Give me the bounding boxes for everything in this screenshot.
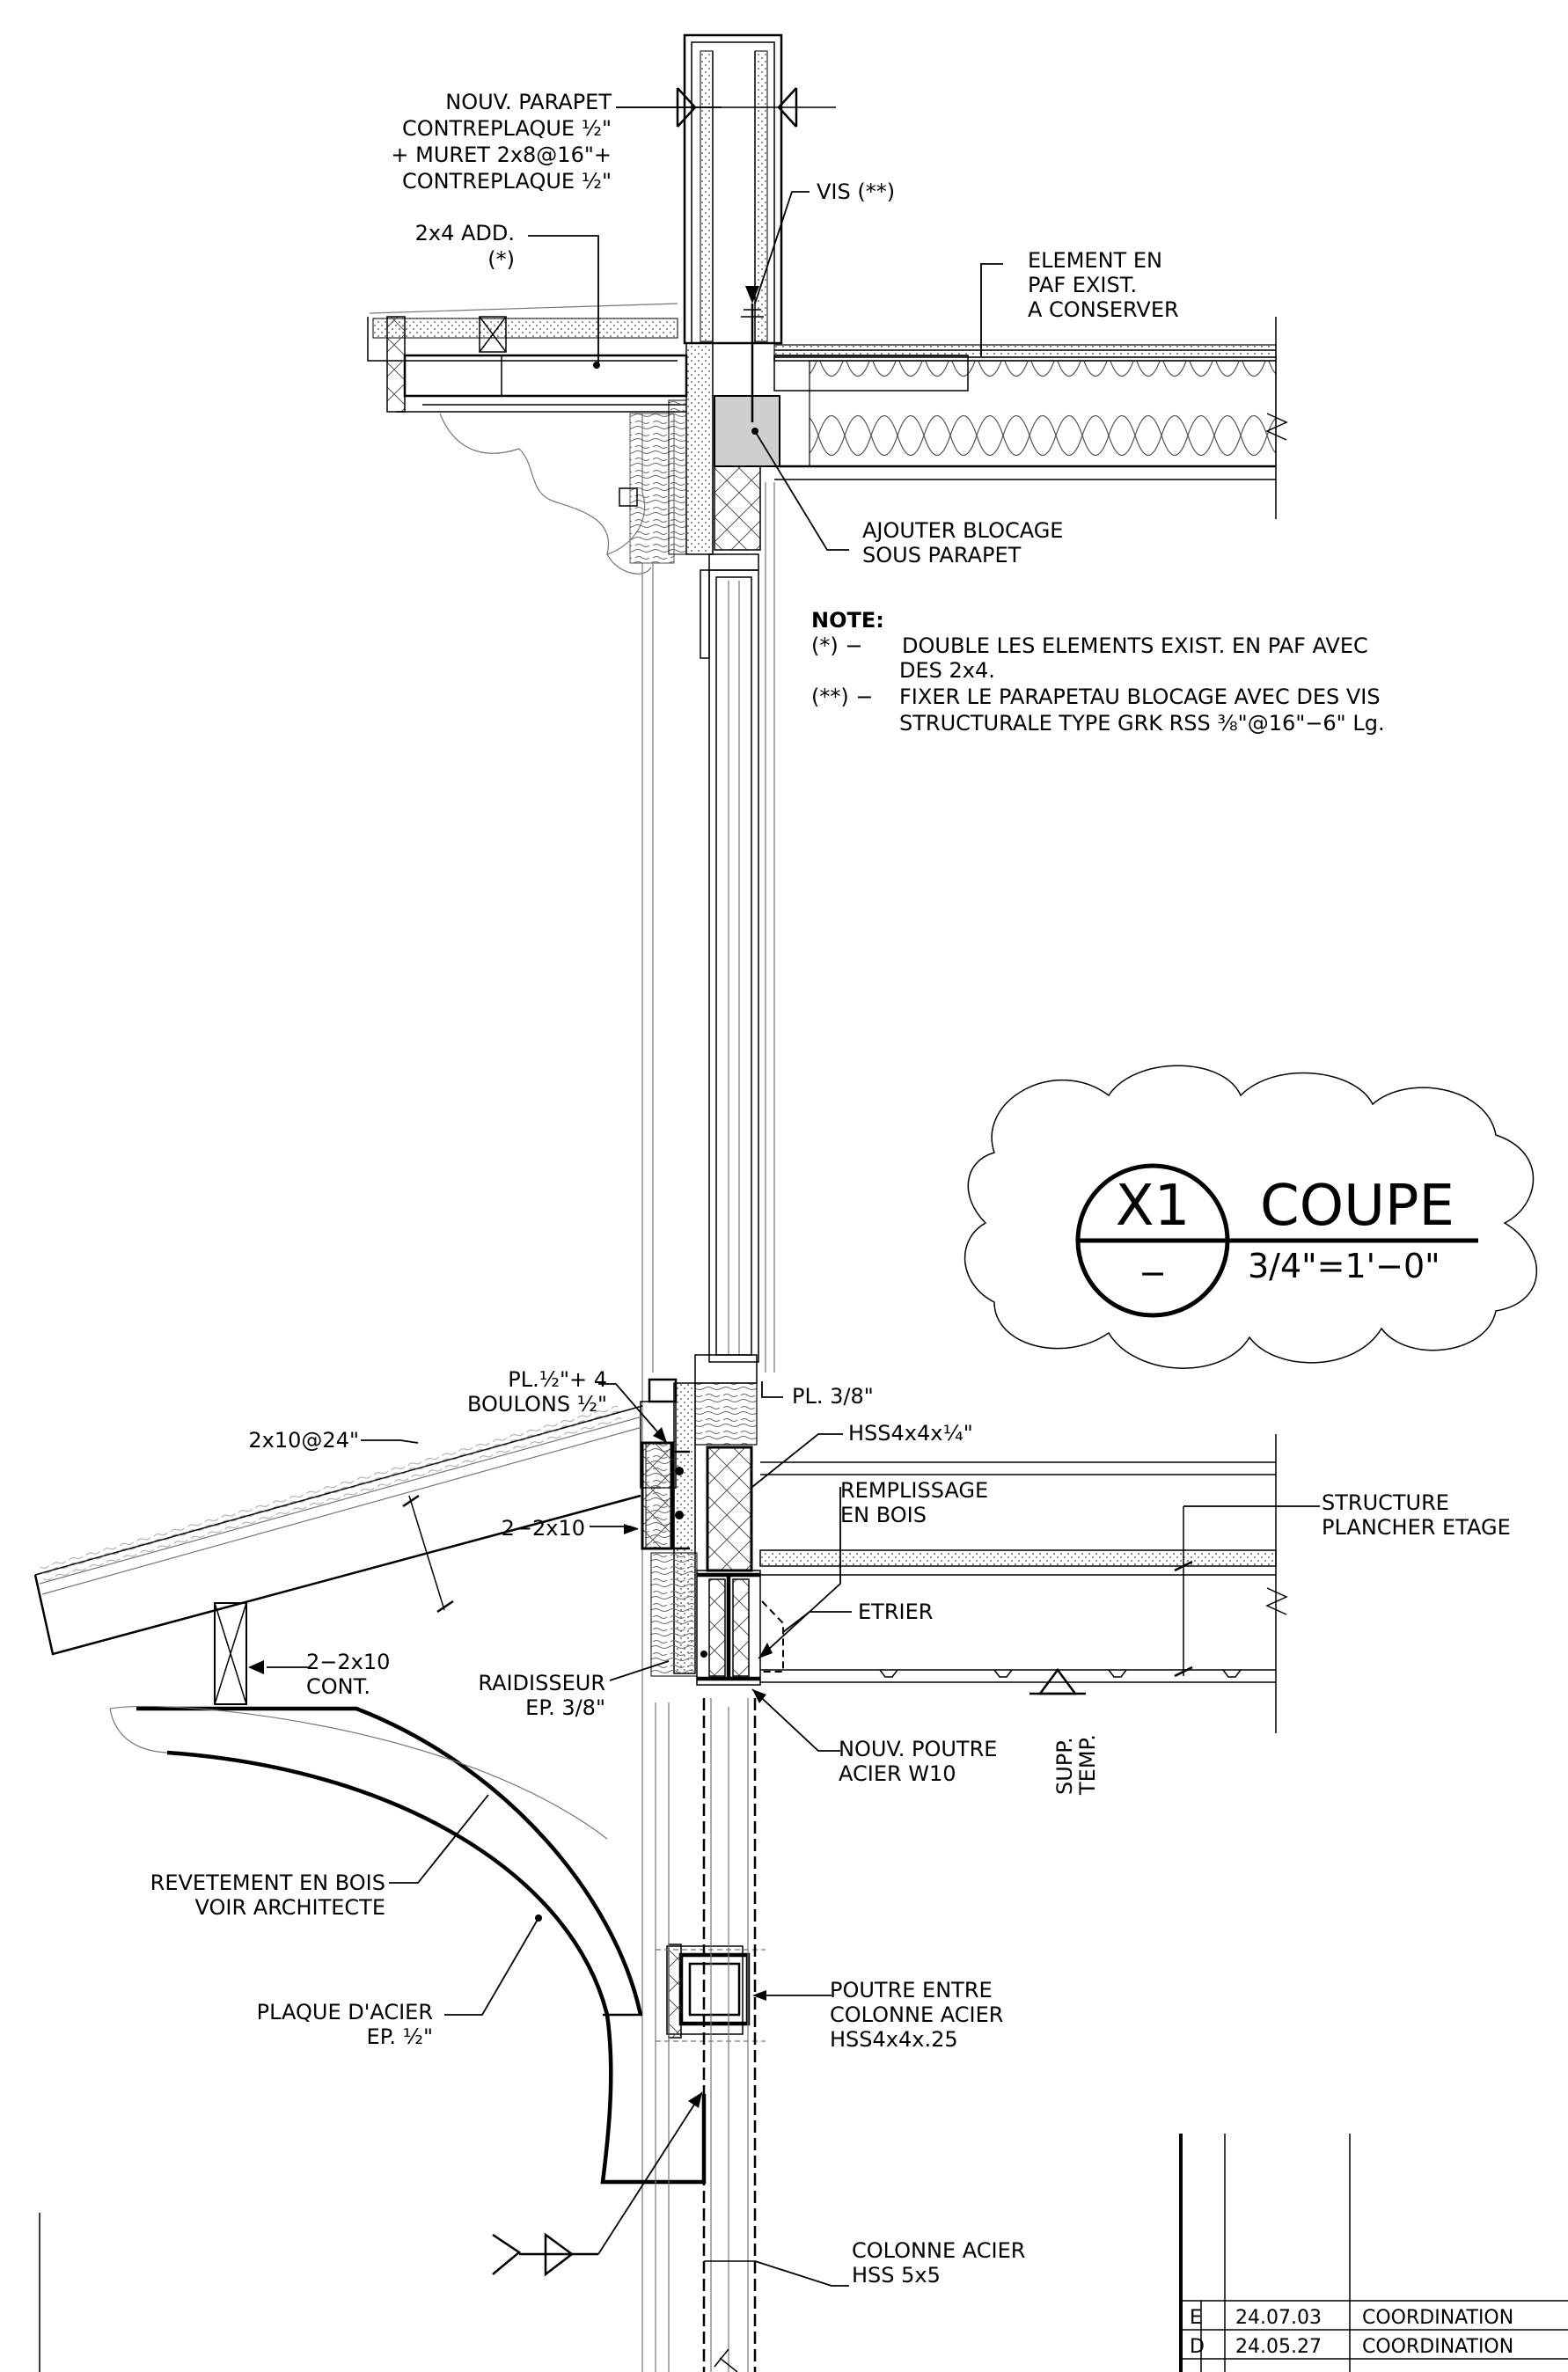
label-2x4-star: (*) <box>487 247 515 272</box>
revision-date: 24.07.03 <box>1235 2307 1322 2329</box>
revision-row: E 24.07.03 COORDINATION <box>1190 2307 1513 2329</box>
label-2x4-add: 2x4 ADD. <box>415 221 515 245</box>
note-text-3: FIXER LE PARAPETAU BLOCAGE AVEC DES VIS <box>899 685 1381 709</box>
steel-arch <box>39 1698 766 2372</box>
label-element-2: PAF EXIST. <box>1028 273 1137 297</box>
label-parapet-2: CONTREPLAQUE ½" <box>402 116 612 141</box>
canopy-roof <box>33 1403 643 1705</box>
annotations: NOUV. PARAPET CONTREPLAQUE ½" + MURET 2x… <box>150 90 1511 2288</box>
revision-table-lines <box>1179 2134 1568 2372</box>
label-temp: TEMP. <box>1075 1734 1100 1796</box>
section-title-cloud <box>964 1065 1537 1369</box>
section-sheet: − <box>1139 1254 1167 1292</box>
label-parapet-4: CONTREPLAQUE ½" <box>402 169 612 194</box>
label-vis: VIS (**) <box>817 179 895 204</box>
revision-letter: D <box>1190 2336 1205 2358</box>
label-remplissage-2: EN BOIS <box>840 1503 927 1527</box>
label-poutre-entre-2: COLONNE ACIER <box>830 2002 1003 2027</box>
label-cont-2: CONT. <box>306 1674 370 1699</box>
section-title: X1 − COUPE 3/4"=1'−0" <box>1116 1174 1454 1292</box>
label-pl-half-2: BOULONS ½" <box>467 1392 607 1417</box>
label-parapet-1: NOUV. PARAPET <box>445 90 612 114</box>
section-scale: 3/4"=1'−0" <box>1248 1247 1440 1285</box>
label-remplissage-1: REMPLISSAGE <box>840 1478 988 1503</box>
label-pl-half-1: PL.½"+ 4 <box>508 1367 607 1392</box>
leader-lines <box>248 106 1320 2287</box>
label-structure-2: PLANCHER ETAGE <box>1322 1515 1511 1540</box>
floor-connection <box>640 1354 1288 1733</box>
section-tag: X1 <box>1116 1174 1191 1239</box>
note-mark-1: (*) − <box>811 633 862 658</box>
label-plaque-1: PLAQUE D'ACIER <box>257 2000 433 2024</box>
label-blocage-1: AJOUTER BLOCAGE <box>862 518 1063 543</box>
label-poutre-w10-1: NOUV. POUTRE <box>839 1737 997 1761</box>
label-raidisseur-2: EP. 3/8" <box>525 1695 605 1720</box>
label-parapet-3: + MURET 2x8@16"+ <box>391 143 612 167</box>
revision-description: COORDINATION <box>1362 2336 1513 2358</box>
section-name: COUPE <box>1260 1174 1454 1239</box>
label-joist-2x10: 2x10@24" <box>248 1428 359 1453</box>
note-text-2: DES 2x4. <box>899 658 995 683</box>
label-poutre-entre-1: POUTRE ENTRE <box>830 1978 993 2002</box>
revision-description: COORDINATION <box>1362 2307 1513 2329</box>
label-double-2x10: 2−2x10 <box>502 1516 585 1541</box>
roof-assembly <box>367 303 1288 575</box>
label-etrier: ETRIER <box>858 1600 933 1624</box>
label-supp: SUPP. <box>1052 1737 1077 1795</box>
label-raidisseur-1: RAIDISSEUR <box>478 1671 605 1695</box>
revision-date: 24.05.27 <box>1235 2336 1322 2358</box>
note-text-4: STRUCTURALE TYPE GRK RSS ⅜"@16"−6" Lg. <box>899 711 1385 736</box>
label-element-1: ELEMENT EN <box>1028 248 1162 273</box>
note-text-1: DOUBLE LES ELEMENTS EXIST. EN PAF AVEC <box>902 633 1368 658</box>
label-revetement-2: VOIR ARCHITECTE <box>195 1895 385 1920</box>
label-element-3: A CONSERVER <box>1028 297 1179 322</box>
note-heading: NOTE: <box>811 608 884 633</box>
revision-row: D 24.05.27 COORDINATION <box>1190 2336 1513 2358</box>
label-structure-1: STRUCTURE <box>1322 1490 1449 1515</box>
label-hss-top: HSS4x4x¼" <box>848 1421 973 1446</box>
label-pl-38: PL. 3/8" <box>792 1384 874 1409</box>
label-colonne-1: COLONNE ACIER <box>852 2238 1025 2263</box>
general-note: NOTE: (*) − DOUBLE LES ELEMENTS EXIST. E… <box>811 608 1385 736</box>
label-poutre-w10-2: ACIER W10 <box>839 1761 956 1786</box>
note-mark-3: (**) − <box>811 685 873 709</box>
label-cont-1: 2−2x10 <box>306 1650 390 1674</box>
parapet-assembly <box>616 33 836 345</box>
revision-table: E 24.07.03 COORDINATION D 24.05.27 COORD… <box>1190 2307 1513 2358</box>
label-colonne-2: HSS 5x5 <box>852 2263 941 2288</box>
label-revetement-1: REVETEMENT EN BOIS <box>150 1871 385 1895</box>
label-plaque-2: EP. ½" <box>367 2024 433 2049</box>
label-blocage-2: SOUS PARAPET <box>862 543 1022 567</box>
revision-letter: E <box>1190 2307 1202 2329</box>
label-poutre-entre-3: HSS4x4x.25 <box>830 2027 958 2052</box>
